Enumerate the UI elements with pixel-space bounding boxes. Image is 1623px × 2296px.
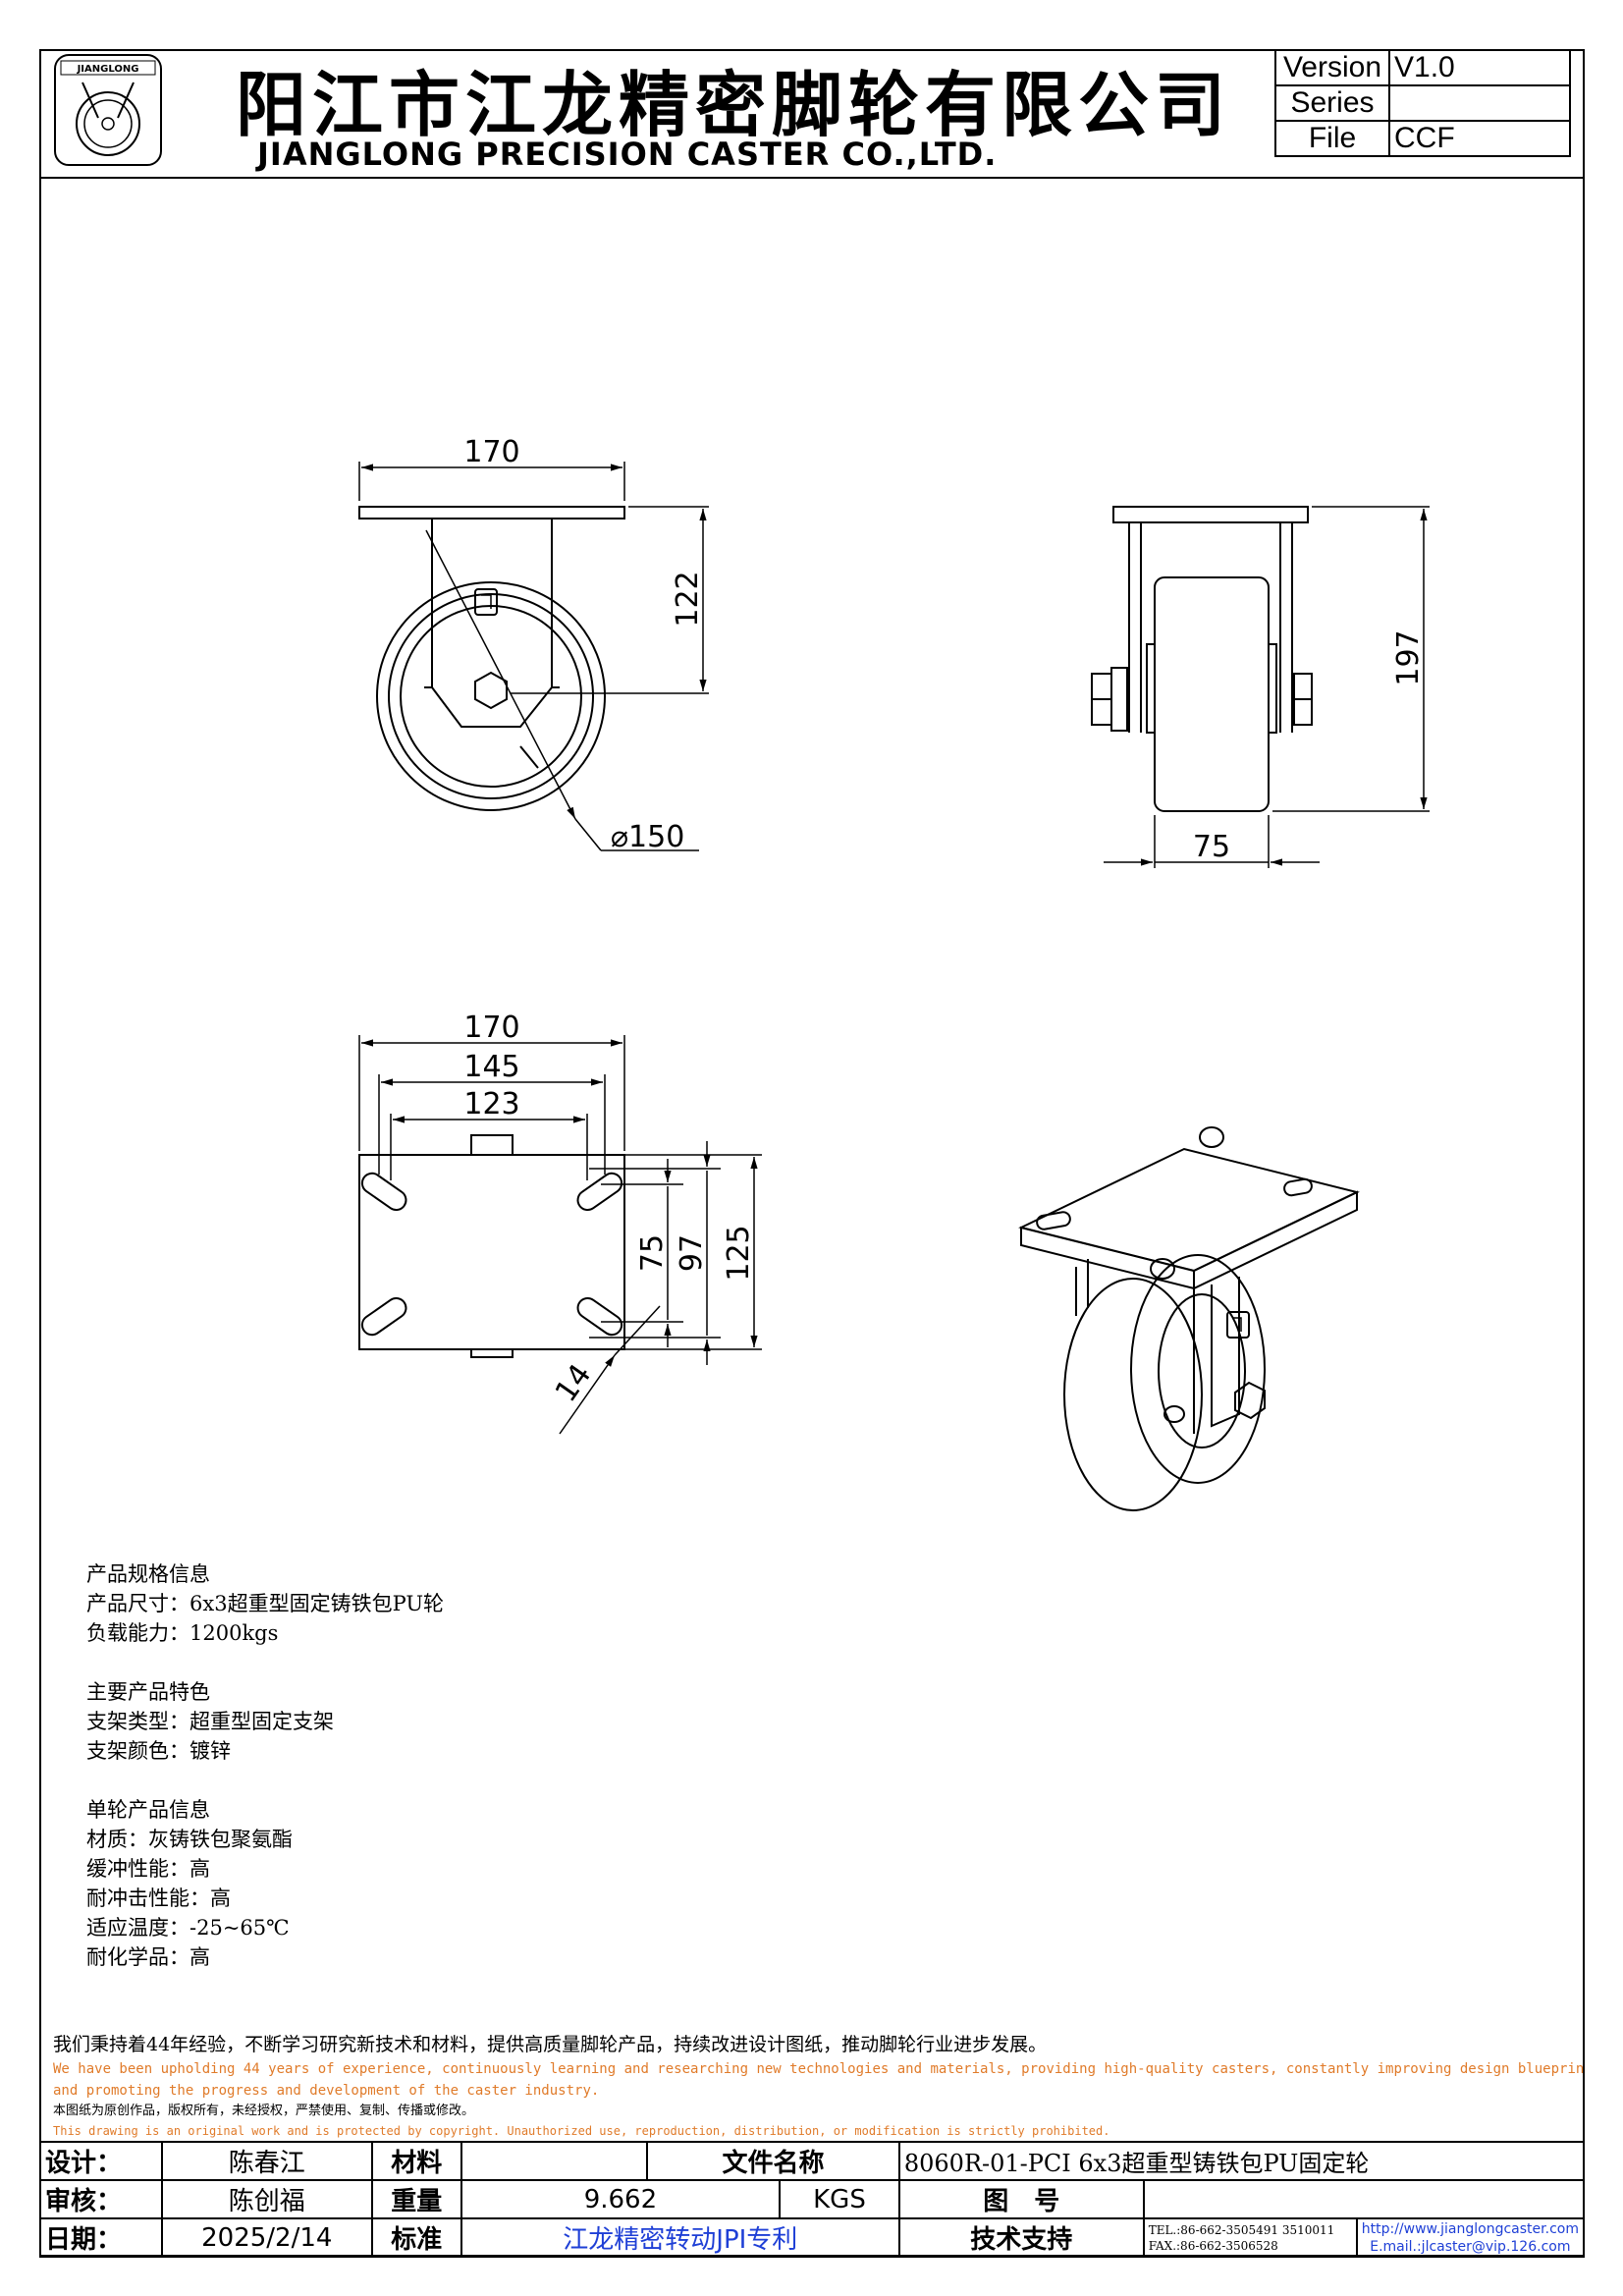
weight-value: 9.662	[460, 2179, 782, 2219]
spec-bracket-color: 支架颜色：镀锌	[86, 1739, 231, 1763]
company-statement: 我们秉持着44年经验，不断学习研究新技术和材料，提供高质量脚轮产品，持续改进设计…	[53, 2031, 1585, 2141]
header-divider	[39, 177, 1585, 179]
contact-web: http://www.jianglongcaster.com E.mail.:j…	[1355, 2217, 1586, 2258]
dim-plate-170: 170	[463, 1011, 519, 1045]
file-label: File	[1274, 120, 1390, 157]
company-name-en: JIANGLONG PRECISION CASTER CO.,LTD.	[257, 136, 998, 173]
spec-impact: 耐冲击性能：高	[86, 1886, 231, 1910]
drawing-no-value	[1142, 2179, 1586, 2219]
side-view	[1091, 506, 1430, 868]
drawing-no-label: 图 号	[897, 2179, 1145, 2219]
spec-section1-title: 产品规格信息	[86, 1562, 210, 1586]
material-value	[460, 2141, 649, 2181]
statement-en-1: We have been upholding 44 years of exper…	[53, 2061, 1585, 2077]
dim-plate-125: 125	[722, 1225, 756, 1281]
standard-value: 江龙精密转动JPI专利	[460, 2217, 900, 2258]
dim-side-width: 75	[1193, 830, 1230, 864]
series-label: Series	[1274, 84, 1390, 122]
dim-front-width: 170	[463, 435, 519, 469]
copyright-en: This drawing is an original work and is …	[53, 2124, 1110, 2138]
spec-cushion: 缓冲性能：高	[86, 1857, 210, 1881]
date-value: 2025/2/14	[160, 2217, 373, 2258]
design-label: 设计：	[39, 2141, 163, 2181]
spec-size: 产品尺寸：6x3超重型固定铸铁包PU轮	[86, 1592, 445, 1615]
statement-en-2: and promoting the progress and developme…	[53, 2083, 600, 2099]
contact-phone: TEL.:86-662-3505491 3510011 FAX.:86-662-…	[1142, 2217, 1358, 2258]
isometric-view	[1018, 1126, 1360, 1511]
date-label: 日期：	[39, 2217, 163, 2258]
spec-temperature: 适应温度：-25~65℃	[86, 1916, 290, 1940]
filename-value: 8060R-01-PCI 6x3超重型铸铁包PU固定轮	[897, 2141, 1586, 2181]
spec-load: 负载能力：1200kgs	[86, 1621, 279, 1645]
copyright-cn: 本图纸为原创作品，版权所有，未经授权，严禁使用、复制、传播或修改。	[53, 2104, 475, 2118]
company-logo: JIANGLONG	[54, 54, 162, 166]
front-view	[358, 462, 709, 851]
fax-text: FAX.:86-662-3506528	[1148, 2238, 1278, 2253]
dim-wheel-diameter: ⌀150	[611, 820, 684, 854]
dim-side-height: 197	[1391, 629, 1426, 685]
statement-cn: 我们秉持着44年经验，不断学习研究新技术和材料，提供高质量脚轮产品，持续改进设计…	[53, 2034, 1048, 2055]
support-label: 技术支持	[897, 2217, 1145, 2258]
dim-plate-123: 123	[463, 1087, 519, 1121]
tel-text: TEL.:86-662-3505491 3510011	[1148, 2222, 1335, 2237]
spec-section3-title: 单轮产品信息	[86, 1798, 210, 1822]
dim-plate-75: 75	[635, 1234, 670, 1272]
spec-material: 材质：灰铸铁包聚氨酯	[86, 1828, 293, 1851]
company-name-cn: 阳江市江龙精密脚轮有限公司	[236, 64, 1232, 146]
designer-name: 陈春江	[160, 2141, 373, 2181]
plate-view	[358, 1035, 762, 1435]
title-block: 设计： 陈春江 材料 文件名称 8060R-01-PCI 6x3超重型铸铁包PU…	[39, 2141, 1586, 2258]
weight-unit: KGS	[779, 2179, 900, 2219]
logo-text: JIANGLONG	[77, 64, 139, 75]
file-value: CCF	[1388, 120, 1571, 157]
reviewer-name: 陈创福	[160, 2179, 373, 2219]
version-table: Version V1.0 Series File CCF	[1274, 49, 1571, 157]
dim-plate-145: 145	[463, 1050, 519, 1084]
material-label: 材料	[370, 2141, 462, 2181]
review-label: 审核：	[39, 2179, 163, 2219]
dim-front-height: 122	[671, 571, 705, 627]
dim-slot-14: 14	[549, 1358, 599, 1408]
standard-label: 标准	[370, 2217, 462, 2258]
product-spec: 产品规格信息 产品尺寸：6x3超重型固定铸铁包PU轮 负载能力：1200kgs …	[86, 1559, 444, 1972]
weight-label: 重量	[370, 2179, 462, 2219]
dim-plate-97: 97	[675, 1234, 709, 1272]
filename-label: 文件名称	[646, 2141, 900, 2181]
spec-chemical: 耐化学品：高	[86, 1945, 210, 1969]
website-link[interactable]: http://www.jianglongcaster.com	[1361, 2220, 1579, 2237]
spec-section2-title: 主要产品特色	[86, 1680, 210, 1704]
version-value: V1.0	[1388, 49, 1571, 86]
spec-bracket-type: 支架类型：超重型固定支架	[86, 1710, 334, 1733]
email-link[interactable]: E.mail.:jlcaster@vip.126.com	[1370, 2238, 1571, 2255]
version-label: Version	[1274, 49, 1390, 86]
series-value	[1388, 84, 1571, 122]
